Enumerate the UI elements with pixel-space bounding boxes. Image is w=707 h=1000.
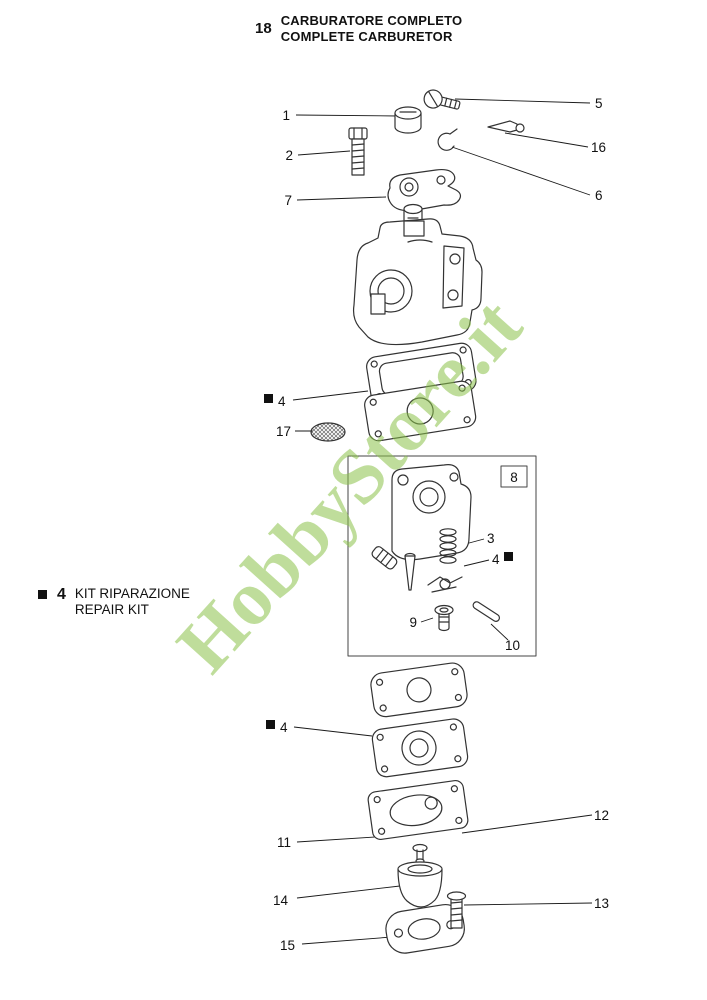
callout-14: 14 [273,893,289,908]
callout-10: 10 [505,638,520,653]
bottom-cover [385,903,465,954]
callout-4b: 4 [492,552,500,567]
inlet-needle-kit [404,552,416,591]
filter-screen [310,422,346,442]
callout-1: 1 [282,108,290,123]
cover-screw [446,891,467,929]
callout-2: 2 [285,148,293,163]
kit-square-icon-2 [504,552,513,561]
kit-box-label: 8 [510,470,518,485]
metering-diaphragm [371,718,469,778]
retainer-clip [437,128,458,151]
inlet-needle [487,120,525,133]
kit-label-english: REPAIR KIT [74,602,149,617]
page-title: CARBURATORE COMPLETO COMPLETE CARBURETOR [281,13,463,45]
mixture-screw-cap [394,106,422,134]
callout-17: 17 [276,424,291,439]
callout-4c: 4 [280,720,288,735]
title-italian: CARBURATORE COMPLETO [280,13,463,28]
callout-labels: 1 2 5 16 6 7 4 17 8 3 4 9 10 4 12 11 14 … [264,96,609,953]
lever-screw [434,604,454,632]
callout-5: 5 [595,96,603,111]
callout-4a: 4 [278,394,286,409]
mounting-screw [348,127,368,176]
pump-body [367,779,469,841]
primer-cup [397,861,443,908]
kit-square-icon-3 [266,720,275,729]
metering-spring [439,528,457,564]
callout-15: 15 [280,938,295,953]
callout-7: 7 [284,193,292,208]
kit-square-icon [38,590,47,599]
callout-6: 6 [595,188,603,203]
callout-11: 11 [277,835,291,850]
metering-lever [427,576,463,593]
kit-label-italian: KIT RIPARAZIONE [74,586,190,601]
callout-13: 13 [594,896,609,911]
idle-adjust-screw [423,89,461,110]
repair-kit-note: 4 KIT RIPARAZIONE REPAIR KIT [38,586,190,618]
carburetor-body-kit-view [371,464,472,570]
pump-gasket [370,662,468,718]
metering-gasket-lower [364,380,477,442]
lever-pin [472,601,501,622]
repair-kit-box [347,455,537,657]
callout-3: 3 [487,531,495,546]
kit-box-label-frame [500,465,528,488]
page-header: 18 CARBURATORE COMPLETO COMPLETE CARBURE… [255,13,462,45]
title-english: COMPLETE CARBURETOR [280,29,453,44]
carburetor-body [352,218,483,346]
check-valve [412,843,428,864]
callout-12: 12 [594,808,609,823]
page-number: 18 [255,20,272,37]
kit-square-icon-1 [264,394,273,403]
callout-16: 16 [591,140,606,155]
callout-9: 9 [409,615,417,630]
kit-number: 4 [57,586,66,603]
